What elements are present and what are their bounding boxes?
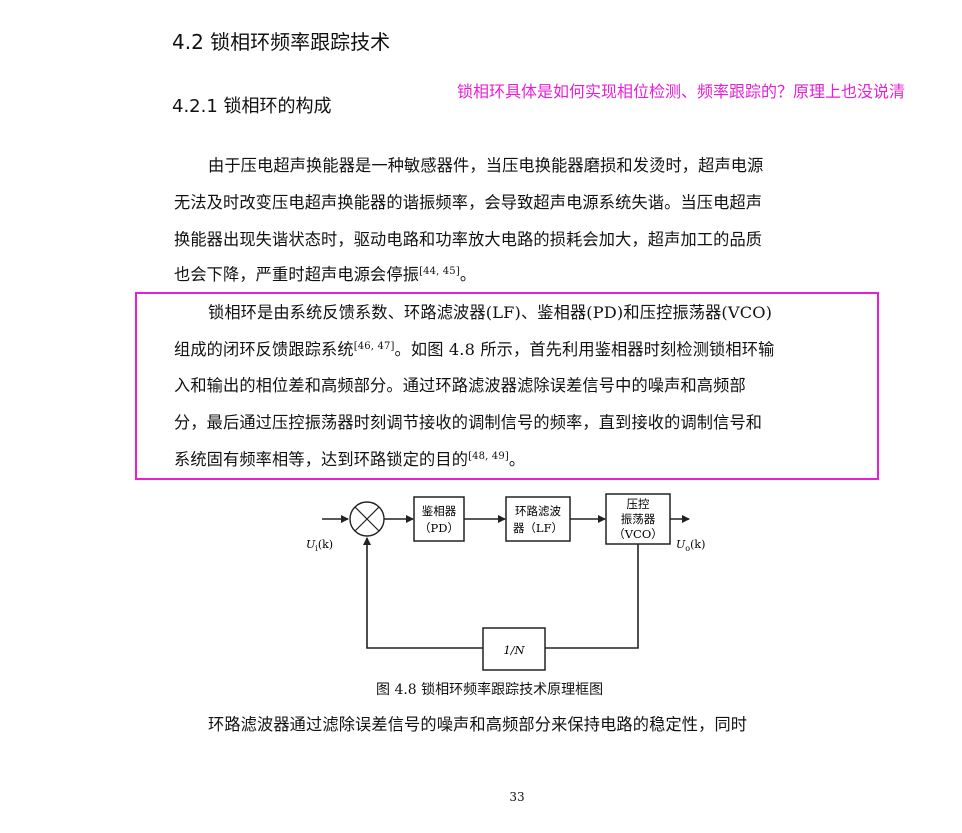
pd-block	[413, 496, 465, 542]
para1-line-4: 也会下降，严重时超声电源会停振[44, 45]。	[174, 261, 476, 285]
vco-label-3: （VCO）	[613, 527, 663, 541]
pd-label-2: （PD）	[419, 521, 459, 535]
divider-label: 1/N	[503, 643, 525, 657]
figure-caption: 图 4.8 锁相环频率跟踪技术原理框图	[376, 682, 604, 698]
para2-line-2-post: 。如图 4.8 所示，首先利用鉴相器时刻检测锁相环输	[394, 340, 775, 359]
para2-line-4: 分，最后通过压控振荡器时刻调节接收的调制信号的频率，直到接收的调制信号和	[174, 413, 763, 432]
para1-end: 。	[459, 265, 477, 284]
pd-label-1: 鉴相器	[422, 504, 457, 518]
divider-block	[482, 627, 546, 671]
para2-line-5-post: 。	[508, 450, 526, 469]
output-signal-label: Uo(k)	[676, 538, 705, 553]
feedback-line-right	[545, 544, 639, 649]
page-number: 33	[509, 790, 525, 804]
para2-line-2-pre: 组成的闭环反馈跟踪系统	[174, 340, 354, 359]
lf-block	[505, 496, 571, 542]
vco-label-1: 压控	[627, 497, 650, 511]
citation: [44, 45]	[419, 266, 460, 277]
citation: [48, 49]	[468, 451, 509, 462]
feedback-line-left	[363, 537, 483, 649]
para2-line-3: 入和输出的相位差和高频部分。通过环路滤波器滤除误差信号中的噪声和高频部	[174, 376, 746, 395]
para1-line-2: 无法及时改变压电超声换能器的谐振频率，会导致超声电源系统失谐。当压电超声	[174, 193, 763, 212]
para2-line-1: 锁相环是由系统反馈系数、环路滤波器(LF)、鉴相器(PD)和压控振荡器(VCO)	[208, 303, 773, 322]
para1-line-3: 换能器出现失谐状态时，驱动电路和功率放大电路的损耗会加大，超声加工的品质	[174, 230, 763, 249]
citation: [46, 47]	[353, 341, 395, 352]
multiplier-junction	[349, 501, 385, 537]
section-title: 4.2 锁相环频率跟踪技术	[172, 30, 391, 54]
review-annotation: 锁相环具体是如何实现相位检测、频率跟踪的？原理上也没说清	[457, 82, 906, 101]
pll-block-diagram: 鉴相器 （PD） 环路滤波 器（LF） 压控 振荡器 （VCO） 1/N Ui(…	[306, 493, 705, 671]
para1-line-1: 由于压电超声换能器是一种敏感器件，当压电换能器磨损和发烫时，超声电源	[208, 156, 764, 175]
vco-label-2: 振荡器	[621, 512, 656, 526]
para3-line-1: 环路滤波器通过滤除误差信号的噪声和高频部分来保持电路的稳定性，同时	[208, 715, 748, 734]
highlight-box	[135, 292, 879, 480]
para2-line-2: 组成的闭环反馈跟踪系统[46, 47]。如图 4.8 所示，首先利用鉴相器时刻检…	[174, 336, 774, 360]
input-signal-label: Ui(k)	[306, 538, 333, 553]
para2-line-5-pre: 系统固有频率相等，达到环路锁定的目的	[174, 450, 469, 469]
para2-line-5: 系统固有频率相等，达到环路锁定的目的[48, 49]。	[174, 446, 525, 470]
lf-label-1: 环路滤波	[515, 504, 561, 518]
subsection-title: 4.2.1 锁相环的构成	[172, 96, 332, 117]
para1-line-4-text: 也会下降，严重时超声电源会停振	[174, 265, 420, 284]
lf-label-2: 器（LF）	[513, 521, 563, 535]
